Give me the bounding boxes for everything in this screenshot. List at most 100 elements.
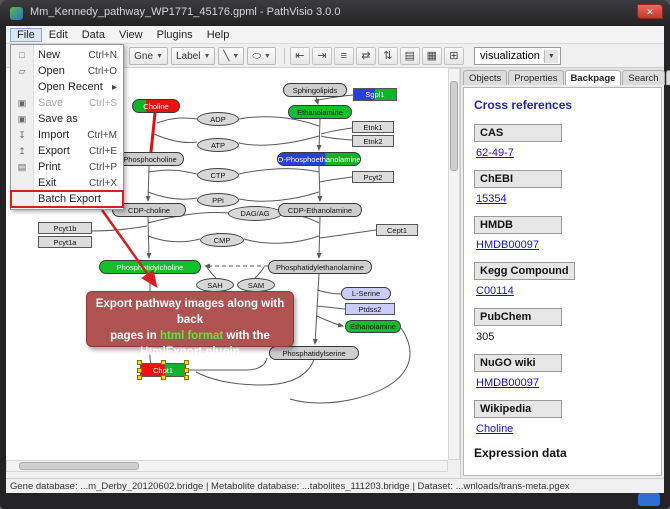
chevron-down-icon[interactable]: ▼ bbox=[543, 49, 558, 63]
align-center-button[interactable]: ⇥ bbox=[311, 46, 332, 65]
selection-handle[interactable] bbox=[137, 375, 142, 380]
xref-value-kegg-compound[interactable]: C00114 bbox=[476, 285, 514, 297]
chevron-down-icon[interactable]: ▼ bbox=[203, 52, 211, 60]
node-choline[interactable]: Choline bbox=[132, 99, 180, 113]
node-phosphocholine[interactable]: Phosphocholine bbox=[116, 152, 184, 166]
callout-highlight: html format bbox=[159, 330, 224, 342]
align-left-button[interactable]: ⇤ bbox=[289, 46, 310, 65]
menu-file[interactable]: File bbox=[10, 27, 42, 42]
menu-plugins[interactable]: Plugins bbox=[156, 28, 193, 41]
node-label: Pcyt2 bbox=[363, 172, 383, 182]
menu-help[interactable]: Help bbox=[206, 28, 230, 41]
selection-handle[interactable] bbox=[184, 360, 189, 365]
shape-tool-button[interactable]: ⬭▼ bbox=[247, 47, 276, 66]
xref-source-kegg-compound: Kegg Compound bbox=[474, 262, 575, 280]
node-ethanolamine[interactable]: Ethanolamine bbox=[288, 105, 352, 119]
node-o-phosphoethanolamine[interactable]: O-Phosphoethanolamine bbox=[277, 152, 361, 166]
datanode-tool-button[interactable]: Gne▼ bbox=[129, 47, 168, 66]
menu-view[interactable]: View bbox=[118, 28, 143, 41]
selection-handle[interactable] bbox=[184, 375, 189, 380]
tab-search[interactable]: Search bbox=[622, 70, 665, 85]
node-pcyt1b[interactable]: Pcyt1b bbox=[38, 222, 92, 234]
vertical-scrollbar[interactable] bbox=[448, 68, 460, 460]
node-pcyt2[interactable]: Pcyt2 bbox=[352, 171, 394, 183]
file-menu-item-batch-export[interactable]: Batch Export bbox=[10, 190, 124, 208]
chevron-down-icon[interactable]: ▼ bbox=[232, 52, 240, 60]
horizontal-scrollbar-thumb[interactable] bbox=[19, 462, 139, 470]
chevron-down-icon[interactable]: ▼ bbox=[156, 52, 163, 60]
menu-edit[interactable]: Edit bbox=[48, 28, 68, 41]
xref-value-hmdb[interactable]: HMDB00097 bbox=[476, 239, 539, 251]
menu-data[interactable]: Data bbox=[81, 28, 105, 41]
node-sah[interactable]: SAH bbox=[196, 278, 234, 292]
node-cdp-ethanolamine[interactable]: CDP-Ethanolamine bbox=[278, 203, 362, 217]
node-pcyt1a[interactable]: Pcyt1a bbox=[38, 236, 92, 248]
node-label: SAM bbox=[247, 280, 265, 290]
common-height-button[interactable]: ▦ bbox=[421, 46, 442, 65]
node-cept1[interactable]: Cept1 bbox=[376, 224, 418, 236]
xref-value-chebi[interactable]: 15354 bbox=[476, 193, 507, 205]
file-menu-label: Save as bbox=[38, 113, 78, 125]
selection-handle[interactable] bbox=[137, 360, 142, 365]
node-phosphatidylserine[interactable]: Phosphatidylserine bbox=[269, 346, 359, 360]
node-adp[interactable]: ADP bbox=[197, 112, 239, 126]
node-l-serine[interactable]: L-Serine bbox=[341, 287, 391, 300]
xref-value-wikipedia[interactable]: Choline bbox=[476, 423, 514, 435]
tab-legend[interactable]: Legend bbox=[665, 70, 670, 85]
file-menu-label: Save bbox=[38, 97, 64, 109]
file-menu-label: Import bbox=[38, 129, 70, 141]
node-label: Etnk1 bbox=[363, 122, 383, 132]
file-menu-shortcut: Ctrl+O bbox=[87, 65, 117, 77]
align-top-button[interactable]: ≡ bbox=[333, 47, 354, 65]
tab-properties[interactable]: Properties bbox=[508, 70, 564, 85]
xref-source-cas: CAS bbox=[474, 124, 562, 142]
vertical-scrollbar-thumb[interactable] bbox=[450, 81, 458, 171]
file-menu-label: Open Recent bbox=[38, 81, 103, 93]
file-menu-item-open-recent[interactable]: Open Recent▸ bbox=[11, 79, 123, 95]
distribute-vertical-button[interactable]: ⇅ bbox=[377, 46, 398, 65]
stack-button[interactable]: ⊞ bbox=[443, 46, 464, 65]
file-menu-item-save-as[interactable]: ▣Save as bbox=[11, 111, 123, 127]
visualization-combobox[interactable]: visualization ▼ bbox=[474, 47, 561, 65]
node-ptdss2[interactable]: Ptdss2 bbox=[345, 303, 395, 315]
node-sphingolipids[interactable]: Sphingolipids bbox=[283, 83, 347, 97]
tab-objects[interactable]: Objects bbox=[463, 70, 508, 85]
selection-handle[interactable] bbox=[137, 368, 142, 373]
close-button[interactable]: ✕ bbox=[637, 4, 663, 19]
node-ctp[interactable]: CTP bbox=[197, 168, 239, 182]
chevron-down-icon[interactable]: ▼ bbox=[263, 52, 271, 60]
selection-handle[interactable] bbox=[161, 375, 166, 380]
distribute-horizontal-button[interactable]: ⇄ bbox=[355, 46, 376, 65]
node-phosphatidylethanolamine[interactable]: Phosphatidylethanolamine bbox=[268, 260, 372, 274]
node-atp[interactable]: ATP bbox=[197, 138, 239, 152]
node-etnk2[interactable]: Etnk2 bbox=[352, 135, 394, 147]
selection-handle[interactable] bbox=[184, 368, 189, 373]
node-etnk1[interactable]: Etnk1 bbox=[352, 121, 394, 133]
node-label: CMP bbox=[213, 235, 231, 245]
node-label: O-Phosphoethanolamine bbox=[277, 154, 361, 164]
node-ppi[interactable]: PPi bbox=[197, 193, 239, 207]
node-sam[interactable]: SAM bbox=[237, 278, 275, 292]
node-dag-ag[interactable]: DAG/AG bbox=[228, 206, 282, 221]
common-width-button[interactable]: ▤ bbox=[399, 46, 420, 65]
selection-handle[interactable] bbox=[161, 360, 166, 365]
file-menu-label: Exit bbox=[38, 177, 57, 189]
node-sgpl1[interactable]: Sgpl1 bbox=[353, 88, 397, 101]
node-phosphatidylcholine[interactable]: Phosphatidylcholine bbox=[99, 260, 201, 274]
node-cmp[interactable]: CMP bbox=[200, 233, 244, 247]
node-ethanolamine[interactable]: Ethanolamine bbox=[345, 320, 401, 333]
label-tool-button[interactable]: Label▼ bbox=[170, 47, 216, 66]
line-tool-button[interactable]: ╲▼ bbox=[218, 47, 245, 66]
xref-value-cas[interactable]: 62-49-7 bbox=[476, 147, 514, 159]
node-label: Ethanolamine bbox=[350, 322, 396, 331]
xref-value-nugo-wiki[interactable]: HMDB00097 bbox=[476, 377, 539, 389]
tab-backpage[interactable]: Backpage bbox=[564, 70, 622, 85]
horizontal-scrollbar[interactable] bbox=[6, 460, 448, 472]
